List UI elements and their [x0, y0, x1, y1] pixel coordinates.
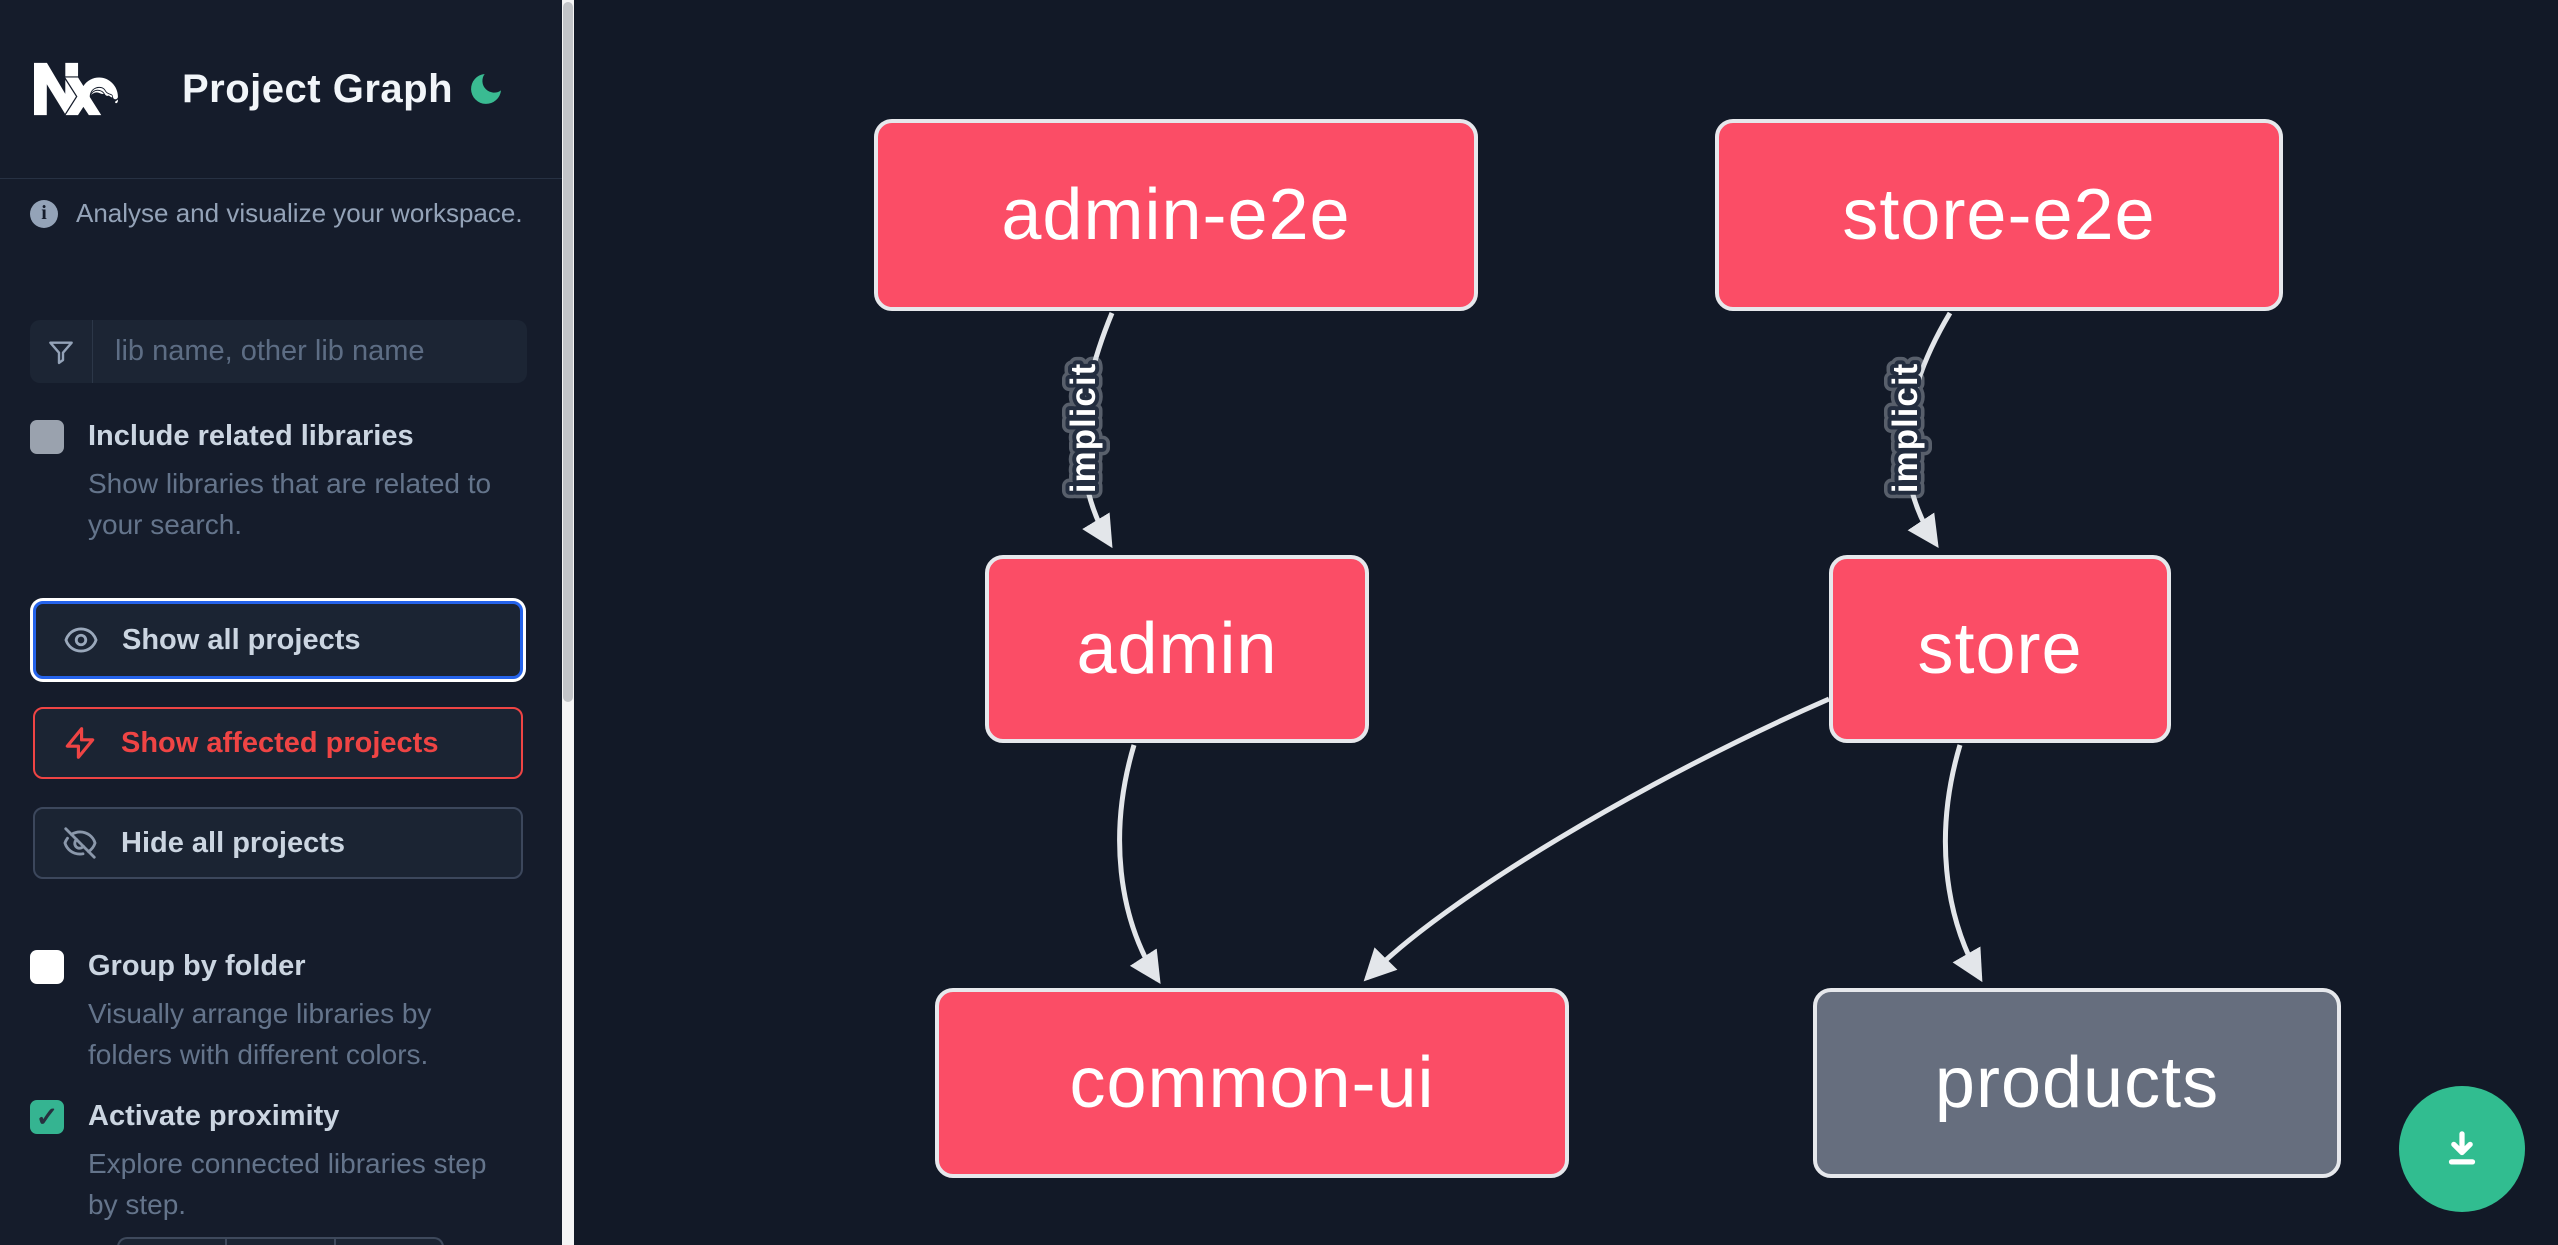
download-icon	[2448, 1131, 2476, 1165]
toggle-description: Explore connected libraries step by step…	[88, 1148, 487, 1220]
stepper-segment[interactable]	[336, 1239, 442, 1245]
edge-store-e2e-to-store	[1904, 311, 1953, 548]
edge-label-implicit: implicit	[1886, 363, 1925, 494]
include-related-checkbox[interactable]	[30, 420, 64, 454]
workspace-info: i Analyse and visualize your workspace.	[30, 198, 532, 229]
bolt-icon	[65, 727, 95, 759]
node-label: admin-e2e	[1001, 175, 1351, 255]
sidebar: Project Graph i Analyse and visualize yo…	[0, 0, 562, 1245]
graph-node-store[interactable]: store	[1829, 555, 2171, 743]
node-label: common-ui	[1069, 1043, 1435, 1123]
toggle-include-related: Include related libraries Show libraries…	[30, 418, 520, 545]
nx-logo	[34, 62, 119, 116]
moon-icon[interactable]	[466, 69, 506, 109]
graph-node-products[interactable]: products	[1813, 988, 2341, 1178]
download-image-button[interactable]	[2399, 1086, 2525, 1212]
graph-node-common-ui[interactable]: common-ui	[935, 988, 1569, 1178]
edge-label-implicit: implicit	[1064, 363, 1103, 494]
page-title: Project Graph	[182, 66, 454, 111]
eye-icon	[64, 627, 98, 653]
hide-all-projects-button[interactable]: Hide all projects	[33, 807, 523, 879]
sidebar-header: Project Graph	[0, 0, 562, 179]
button-label: Show affected projects	[121, 726, 439, 759]
group-by-folder-checkbox[interactable]	[30, 950, 64, 984]
graph-node-admin[interactable]: admin	[985, 555, 1369, 743]
toggle-label: Group by folder	[88, 950, 306, 982]
edge-label-implicit-halo: implicit	[1886, 363, 1925, 494]
stepper-segment[interactable]	[227, 1239, 336, 1245]
checkmark-icon: ✓	[35, 1101, 59, 1132]
stepper-segment[interactable]	[119, 1239, 228, 1245]
toggle-description: Visually arrange libraries by folders wi…	[88, 998, 432, 1070]
node-label: store	[1917, 609, 2083, 689]
toggle-activate-proximity: ✓ Activate proximity Explore connected l…	[30, 1098, 520, 1225]
library-filter-input[interactable]	[93, 320, 527, 383]
info-icon: i	[30, 199, 58, 228]
toggle-label: Activate proximity	[88, 1100, 340, 1132]
graph-node-admin-e2e[interactable]: admin-e2e	[874, 119, 1478, 311]
sidebar-scrollbar-thumb[interactable]	[563, 2, 573, 702]
sidebar-scrollbar-track[interactable]	[562, 0, 574, 1245]
edge-label-implicit-halo: implicit	[1064, 363, 1103, 494]
button-label: Hide all projects	[121, 826, 346, 859]
toggle-group-by-folder: Group by folder Visually arrange librari…	[30, 948, 520, 1075]
edge-admin-to-common-ui	[1117, 744, 1161, 985]
edge-store-to-products	[1942, 744, 1983, 983]
toggle-description: Show libraries that are related to your …	[88, 468, 492, 540]
edge-admin-e2e-to-admin	[1080, 312, 1115, 549]
info-text: Analyse and visualize your workspace.	[76, 198, 523, 228]
filter-funnel-icon	[30, 320, 93, 383]
graph-node-store-e2e[interactable]: store-e2e	[1715, 119, 2283, 311]
node-label: store-e2e	[1842, 175, 2156, 255]
button-label: Show all projects	[122, 623, 361, 656]
eye-off-icon	[63, 827, 97, 859]
node-label: products	[1934, 1043, 2220, 1123]
show-affected-projects-button[interactable]: Show affected projects	[33, 707, 523, 779]
proximity-stepper-partial	[117, 1237, 444, 1245]
activate-proximity-checkbox[interactable]: ✓	[30, 1100, 64, 1134]
show-all-projects-button[interactable]: Show all projects	[33, 601, 523, 679]
node-label: admin	[1076, 609, 1278, 689]
edge-store-to-common-ui	[1363, 696, 1831, 982]
toggle-label: Include related libraries	[88, 420, 414, 452]
library-filter	[30, 320, 527, 383]
